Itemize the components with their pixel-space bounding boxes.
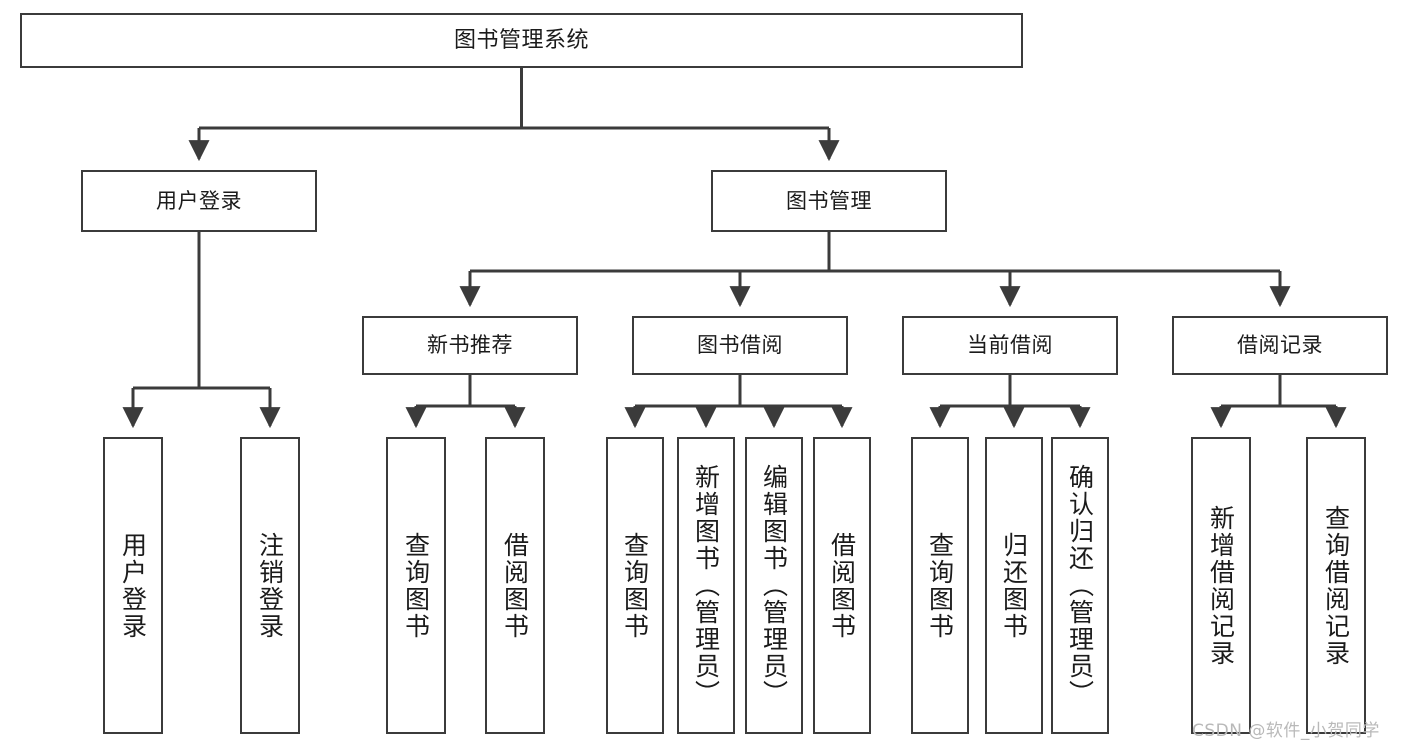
node-current-borrow-label: 当前借阅 — [967, 333, 1053, 358]
node-leaf-logout-label: 注销登录 — [255, 531, 285, 640]
node-leaf-query-book-recommend-label: 查询图书 — [401, 531, 431, 640]
node-leaf-edit-book-admin[interactable]: 编辑图书（管理员） — [745, 437, 803, 734]
node-root-label: 图书管理系统 — [453, 27, 589, 53]
node-leaf-user-login[interactable]: 用户登录 — [103, 437, 163, 734]
node-leaf-return-book-label: 归还图书 — [999, 531, 1029, 640]
node-new-book-recommend[interactable]: 新书推荐 — [362, 316, 578, 375]
node-leaf-query-book-borrow[interactable]: 查询图书 — [606, 437, 664, 734]
node-book-management-label: 图书管理 — [786, 188, 872, 213]
node-borrow-record[interactable]: 借阅记录 — [1172, 316, 1388, 375]
node-leaf-borrow-book-label: 借阅图书 — [827, 531, 857, 640]
node-borrow-record-label: 借阅记录 — [1237, 333, 1323, 358]
node-current-borrow[interactable]: 当前借阅 — [902, 316, 1118, 375]
node-leaf-query-book-borrow-label: 查询图书 — [620, 531, 650, 640]
node-book-management[interactable]: 图书管理 — [711, 170, 947, 232]
node-leaf-query-book-recommend[interactable]: 查询图书 — [386, 437, 446, 734]
node-leaf-confirm-return-admin[interactable]: 确认归还（管理员） — [1051, 437, 1109, 734]
csdn-watermark: CSDN @软件_小贺同学 — [1192, 721, 1380, 741]
node-leaf-query-book-current[interactable]: 查询图书 — [911, 437, 969, 734]
node-leaf-query-borrow-record[interactable]: 查询借阅记录 — [1306, 437, 1366, 734]
node-leaf-edit-book-admin-label: 编辑图书（管理员） — [759, 464, 789, 707]
node-leaf-user-login-label: 用户登录 — [118, 531, 148, 640]
node-book-borrow[interactable]: 图书借阅 — [632, 316, 848, 375]
node-leaf-add-borrow-record-label: 新增借阅记录 — [1206, 504, 1236, 667]
node-leaf-borrow-book-recommend-label: 借阅图书 — [500, 531, 530, 640]
node-leaf-add-book-admin[interactable]: 新增图书（管理员） — [677, 437, 735, 734]
node-leaf-borrow-book-recommend[interactable]: 借阅图书 — [485, 437, 545, 734]
node-leaf-add-book-admin-label: 新增图书（管理员） — [691, 464, 721, 707]
node-root[interactable]: 图书管理系统 — [20, 13, 1023, 68]
node-user-login-label: 用户登录 — [156, 188, 242, 213]
node-leaf-query-book-current-label: 查询图书 — [925, 531, 955, 640]
node-user-login[interactable]: 用户登录 — [81, 170, 317, 232]
node-leaf-return-book[interactable]: 归还图书 — [985, 437, 1043, 734]
node-leaf-add-borrow-record[interactable]: 新增借阅记录 — [1191, 437, 1251, 734]
node-book-borrow-label: 图书借阅 — [697, 333, 783, 358]
node-leaf-borrow-book[interactable]: 借阅图书 — [813, 437, 871, 734]
node-leaf-confirm-return-admin-label: 确认归还（管理员） — [1065, 464, 1095, 707]
node-new-book-recommend-label: 新书推荐 — [427, 333, 513, 358]
node-leaf-query-borrow-record-label: 查询借阅记录 — [1321, 504, 1351, 667]
node-leaf-logout[interactable]: 注销登录 — [240, 437, 300, 734]
